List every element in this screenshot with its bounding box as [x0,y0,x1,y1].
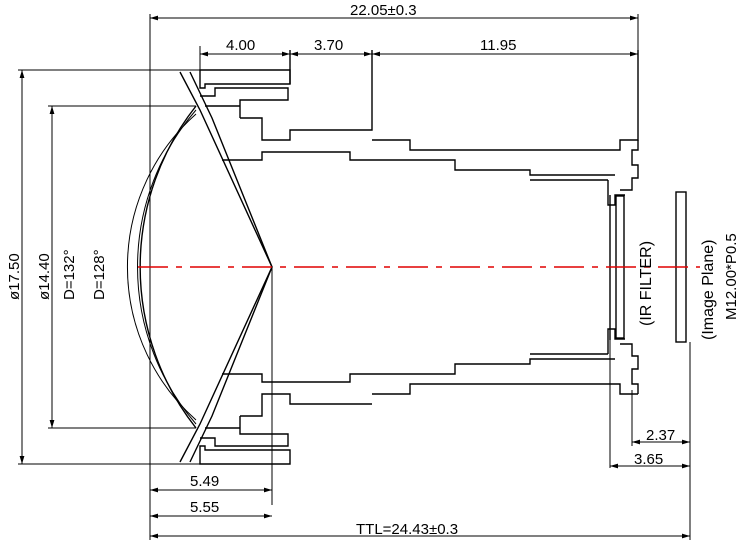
dome-inner-label: D=128° [91,249,108,300]
left-dimensions [18,69,200,465]
thread-label: M12.00*P0.5 [723,233,740,320]
glass-diameter-label: ø14.40 [36,253,53,300]
top-dimensions [149,14,639,88]
rear-section-label: 11.95 [480,37,516,54]
image-plane-label: (Image Plane) [700,240,717,341]
dome-outer-label: D=132° [61,249,78,300]
overall-width-label: 22.05±0.3 [350,2,417,19]
bottom-dimensions [149,340,691,540]
front-section-label: 4.00 [226,37,255,54]
ir-filter-label: (IR FILTER) [638,241,655,326]
image-plane-gap-label: 3.65 [634,451,663,468]
outer-diameter-label: ø17.50 [6,253,23,300]
lens-body-outline [127,50,687,505]
middle-section-label: 3.70 [314,37,343,54]
filter-gap-label: 2.37 [646,427,675,444]
lens-depth-a-label: 5.49 [190,473,219,490]
ttl-label: TTL=24.43±0.3 [356,521,458,538]
lens-depth-b-label: 5.55 [190,499,219,516]
